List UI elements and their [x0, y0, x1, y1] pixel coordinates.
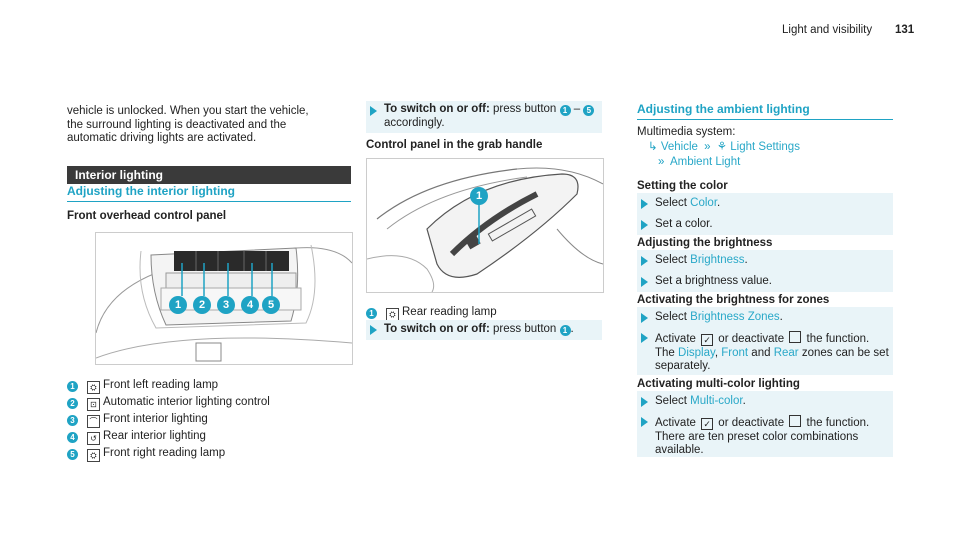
- adjust-brightness-heading: Adjusting the brightness: [637, 237, 773, 249]
- arrow-bullet-icon: [370, 106, 377, 116]
- section-title-bar: Interior lighting: [67, 166, 351, 184]
- checkbox-empty-icon: [789, 331, 802, 343]
- callout-3: 3: [217, 296, 235, 314]
- overhead-panel-image: 1 2 3 4 5: [95, 232, 353, 365]
- arrow-bullet-icon: [641, 313, 648, 323]
- auto-light-icon: ⊡: [87, 398, 100, 411]
- step-select-multicolor: Select Multi-color.: [655, 395, 746, 407]
- intro-line-1: vehicle is unlocked. When you start the …: [67, 105, 309, 117]
- arrow-bullet-icon: [641, 397, 648, 407]
- arrow-bullet-icon: [641, 417, 648, 427]
- step-block: [637, 307, 893, 375]
- checkbox-empty-icon: [789, 415, 802, 427]
- reading-lamp-icon: ⛭: [87, 381, 100, 394]
- legend-text: Front right reading lamp: [103, 447, 226, 459]
- subhead-rule: [67, 201, 351, 202]
- subhead-interior-lighting: Adjusting the interior lighting: [67, 184, 235, 198]
- legend-text: Automatic interior lighting control: [103, 396, 270, 408]
- grab-handle-illustration: [367, 167, 603, 292]
- step-switch-grab-text: To switch on or off: press button 1.: [384, 323, 574, 336]
- arrow-bullet-icon: [370, 325, 377, 335]
- checkbox-checked-icon: ✓: [701, 418, 714, 430]
- panel-heading: Front overhead control panel: [67, 210, 227, 222]
- multi-color-link[interactable]: Multi-color: [690, 395, 743, 407]
- checkbox-checked-icon: ✓: [701, 334, 714, 346]
- step-block: [637, 250, 893, 292]
- legend-row: 1 ⛭Front left reading lamp: [67, 378, 219, 394]
- reading-lamp-icon: ⛭: [87, 449, 100, 462]
- legend-num: 4: [67, 432, 78, 443]
- zones-heading: Activating the brightness for zones: [637, 294, 830, 306]
- legend-text: Front left reading lamp: [103, 379, 219, 391]
- legend-num: 5: [67, 449, 78, 460]
- legend-row: 2 ⊡Automatic interior lighting control: [67, 395, 270, 411]
- page-number: 131: [895, 24, 915, 36]
- step-select-brightness: Select Brightness.: [655, 254, 748, 266]
- page-section-title: Light and visibility: [782, 24, 873, 36]
- seat-light-icon: ⚘: [716, 141, 728, 153]
- step-block: [366, 320, 602, 340]
- path-ambient-link[interactable]: Ambient Light: [669, 156, 741, 168]
- arrow-bullet-icon: [641, 220, 648, 230]
- grab-handle-heading: Control panel in the grab handle: [366, 139, 543, 151]
- step-switch-text: To switch on or off: press button 1 – 5 …: [384, 103, 599, 130]
- legend-row: 4 ↺Rear interior lighting: [67, 429, 206, 445]
- multicolor-heading: Activating multi-color lighting: [637, 378, 800, 390]
- arrow-bullet-icon: [641, 199, 648, 209]
- step-set-color: Set a color.: [655, 218, 713, 230]
- legend-num: 3: [67, 415, 78, 426]
- step-block: [637, 391, 893, 457]
- path-vehicle-link[interactable]: Vehicle: [660, 141, 698, 153]
- arrow-bullet-icon: [641, 256, 648, 266]
- legend-row: 5 ⛭Front right reading lamp: [67, 446, 226, 462]
- arrow-bullet-icon: [641, 333, 648, 343]
- brightness-link[interactable]: Brightness: [690, 254, 745, 266]
- section-title: Interior lighting: [75, 168, 163, 182]
- path-light-settings-link[interactable]: Light Settings: [730, 141, 800, 153]
- double-chevron-icon: »: [704, 141, 711, 153]
- return-arrow-icon: ↳: [648, 141, 658, 153]
- subhead-rule: [637, 119, 893, 120]
- legend-num: 1: [366, 308, 377, 319]
- step-activate-zones: Activate ✓ or deactivate the function. T…: [655, 331, 889, 372]
- front-interior-light-icon: ⌒: [87, 415, 100, 428]
- display-link[interactable]: Display: [678, 346, 715, 359]
- legend-row: 3 ⌒Front interior lighting: [67, 412, 208, 428]
- setting-color-heading: Setting the color: [637, 180, 728, 192]
- menu-path-line-2: » Ambient Light: [658, 156, 740, 170]
- arrow-bullet-icon: [641, 277, 648, 287]
- callout-4: 4: [241, 296, 259, 314]
- subhead-ambient: Adjusting the ambient lighting: [637, 102, 810, 116]
- step-activate-multicolor: Activate ✓ or deactivate the function. T…: [655, 415, 870, 456]
- grab-handle-image: 1: [366, 158, 604, 293]
- menu-path-line-1: ↳ Vehicle » ⚘ Light Settings: [648, 141, 800, 155]
- intro-line-3: automatic driving lights are activated.: [67, 132, 257, 144]
- legend-num: 2: [67, 398, 78, 409]
- legend-text: Rear reading lamp: [402, 306, 497, 318]
- intro-paragraph: vehicle is unlocked. When you start the …: [67, 105, 357, 146]
- double-chevron-icon: »: [658, 156, 665, 168]
- legend-text: Front interior lighting: [103, 413, 208, 425]
- step-select-zones: Select Brightness Zones.: [655, 311, 783, 323]
- grab-callout-1: 1: [470, 187, 488, 205]
- grab-legend-row: 1⛭Rear reading lamp: [366, 305, 497, 321]
- step-block: [637, 193, 893, 235]
- intro-line-2: the surround lighting is deactivated and…: [67, 118, 287, 131]
- legend-text: Rear interior lighting: [103, 430, 206, 442]
- step-select-color: Select Color.: [655, 197, 721, 209]
- brightness-zones-link[interactable]: Brightness Zones: [690, 311, 780, 323]
- front-link[interactable]: Front: [721, 346, 749, 359]
- color-link[interactable]: Color: [690, 197, 718, 209]
- rear-link[interactable]: Rear: [773, 346, 799, 359]
- legend-num: 1: [67, 381, 78, 392]
- callout-5: 5: [262, 296, 280, 314]
- callout-1: 1: [169, 296, 187, 314]
- callout-2: 2: [193, 296, 211, 314]
- multimedia-label: Multimedia system:: [637, 126, 736, 138]
- step-set-brightness: Set a brightness value.: [655, 275, 772, 287]
- rear-interior-light-icon: ↺: [87, 432, 100, 445]
